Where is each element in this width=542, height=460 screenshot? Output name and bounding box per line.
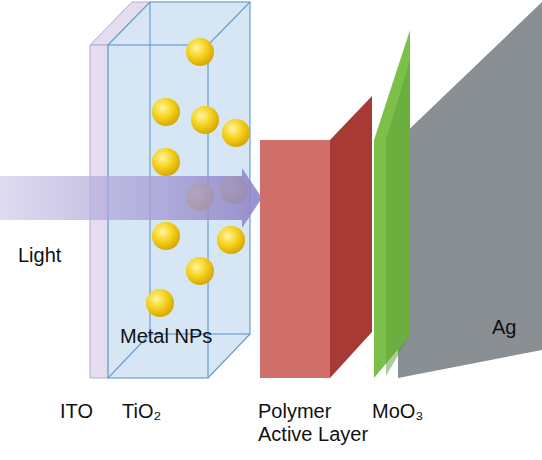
part-label: MoO₃ [372,400,423,423]
moo3-layer [374,30,410,378]
part-label: TiO₂ [122,400,161,423]
polymer-side [330,96,372,378]
polymer-front [260,140,330,378]
part-label: ITO [60,400,93,423]
light-arrow [0,168,262,228]
moo3-side [386,60,410,376]
ag-layer [398,2,542,378]
light-label: Light [18,244,61,267]
part-label: Ag [492,316,516,339]
part-label: Metal NPs [120,325,212,348]
part-label: Polymer Active Layer [258,400,382,446]
